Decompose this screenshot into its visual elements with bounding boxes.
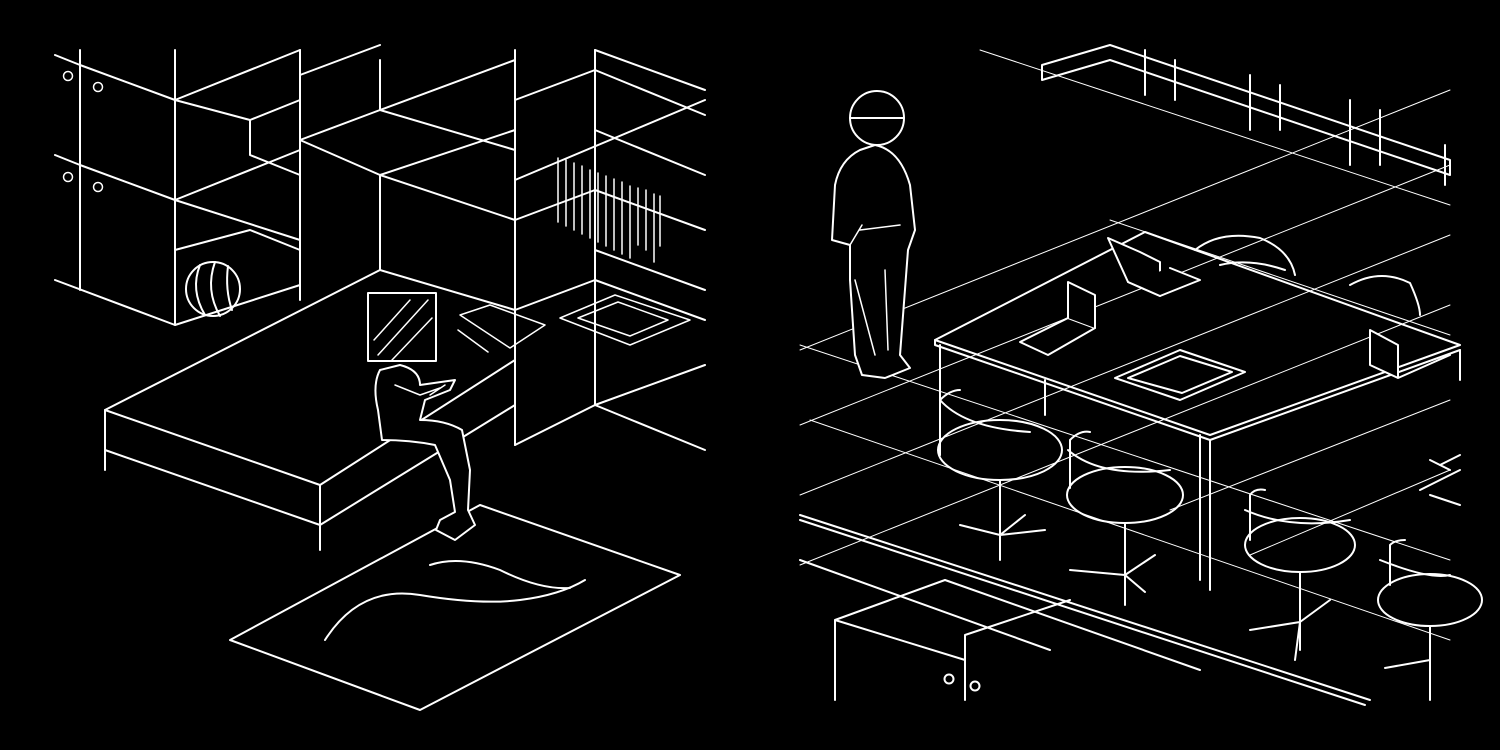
overhead-track-light-icon	[1041, 44, 1451, 186]
cube-head-person-icon	[367, 292, 476, 541]
laptop-icon	[1019, 237, 1451, 401]
swivel-stool-icon	[937, 234, 1483, 701]
office-illustration	[799, 44, 1483, 706]
bedroom-shelves-scene	[54, 44, 706, 711]
bedroom-illustration	[54, 44, 706, 711]
tray	[457, 294, 691, 353]
meeting-table-icon	[934, 231, 1461, 591]
circle-head-person-icon	[831, 90, 916, 379]
beach-ball-icon	[185, 261, 241, 317]
daybed-icon	[104, 269, 516, 551]
cabinet-knobs	[62, 70, 104, 193]
shelving-wall-icon	[54, 44, 706, 451]
floor-grid	[799, 49, 1451, 641]
wavy-rug-icon	[229, 504, 681, 711]
hanging-rods	[557, 157, 661, 263]
office-meeting-table-scene	[750, 0, 1500, 750]
cabinets	[799, 454, 1461, 706]
